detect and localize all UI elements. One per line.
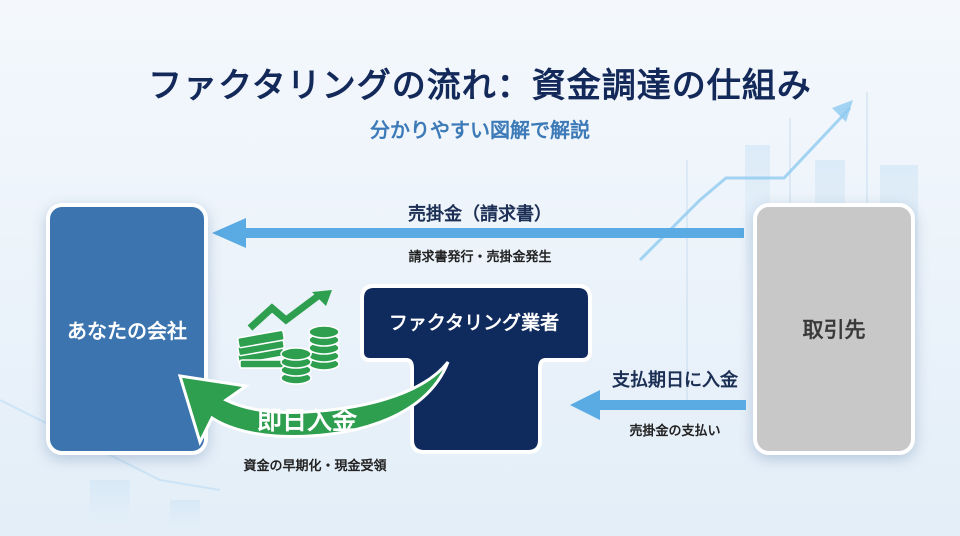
payment-flow-sublabel: 売掛金の支払い <box>629 424 721 439</box>
same-day-flow-sublabel: 資金の早期化・現金受領 <box>243 459 387 474</box>
same-day-flow-label: 即日入金 <box>256 406 357 435</box>
factoring-company-label: ファクタリング業者 <box>388 312 560 334</box>
factoring-company-node <box>360 284 592 454</box>
company-node-label: あなたの会社 <box>67 318 187 343</box>
receivable-arrow-icon <box>212 218 744 248</box>
client-node: 取引先 <box>753 203 915 455</box>
page-title: ファクタリングの流れ：資金調達の仕組み <box>148 66 812 106</box>
money-growth-icon <box>237 290 340 385</box>
same-day-payment-arrow-icon <box>177 361 450 447</box>
page-subtitle: 分かりやすい図解で解説 <box>370 118 590 142</box>
payment-flow-label: 支払期日に入金 <box>612 370 738 391</box>
receivable-flow-label: 売掛金（請求書） <box>408 204 552 225</box>
company-node: あなたの会社 <box>46 203 208 455</box>
payment-arrow-icon <box>570 390 746 420</box>
receivable-flow-sublabel: 請求書発行・売掛金発生 <box>408 250 552 265</box>
client-node-label: 取引先 <box>802 318 866 342</box>
